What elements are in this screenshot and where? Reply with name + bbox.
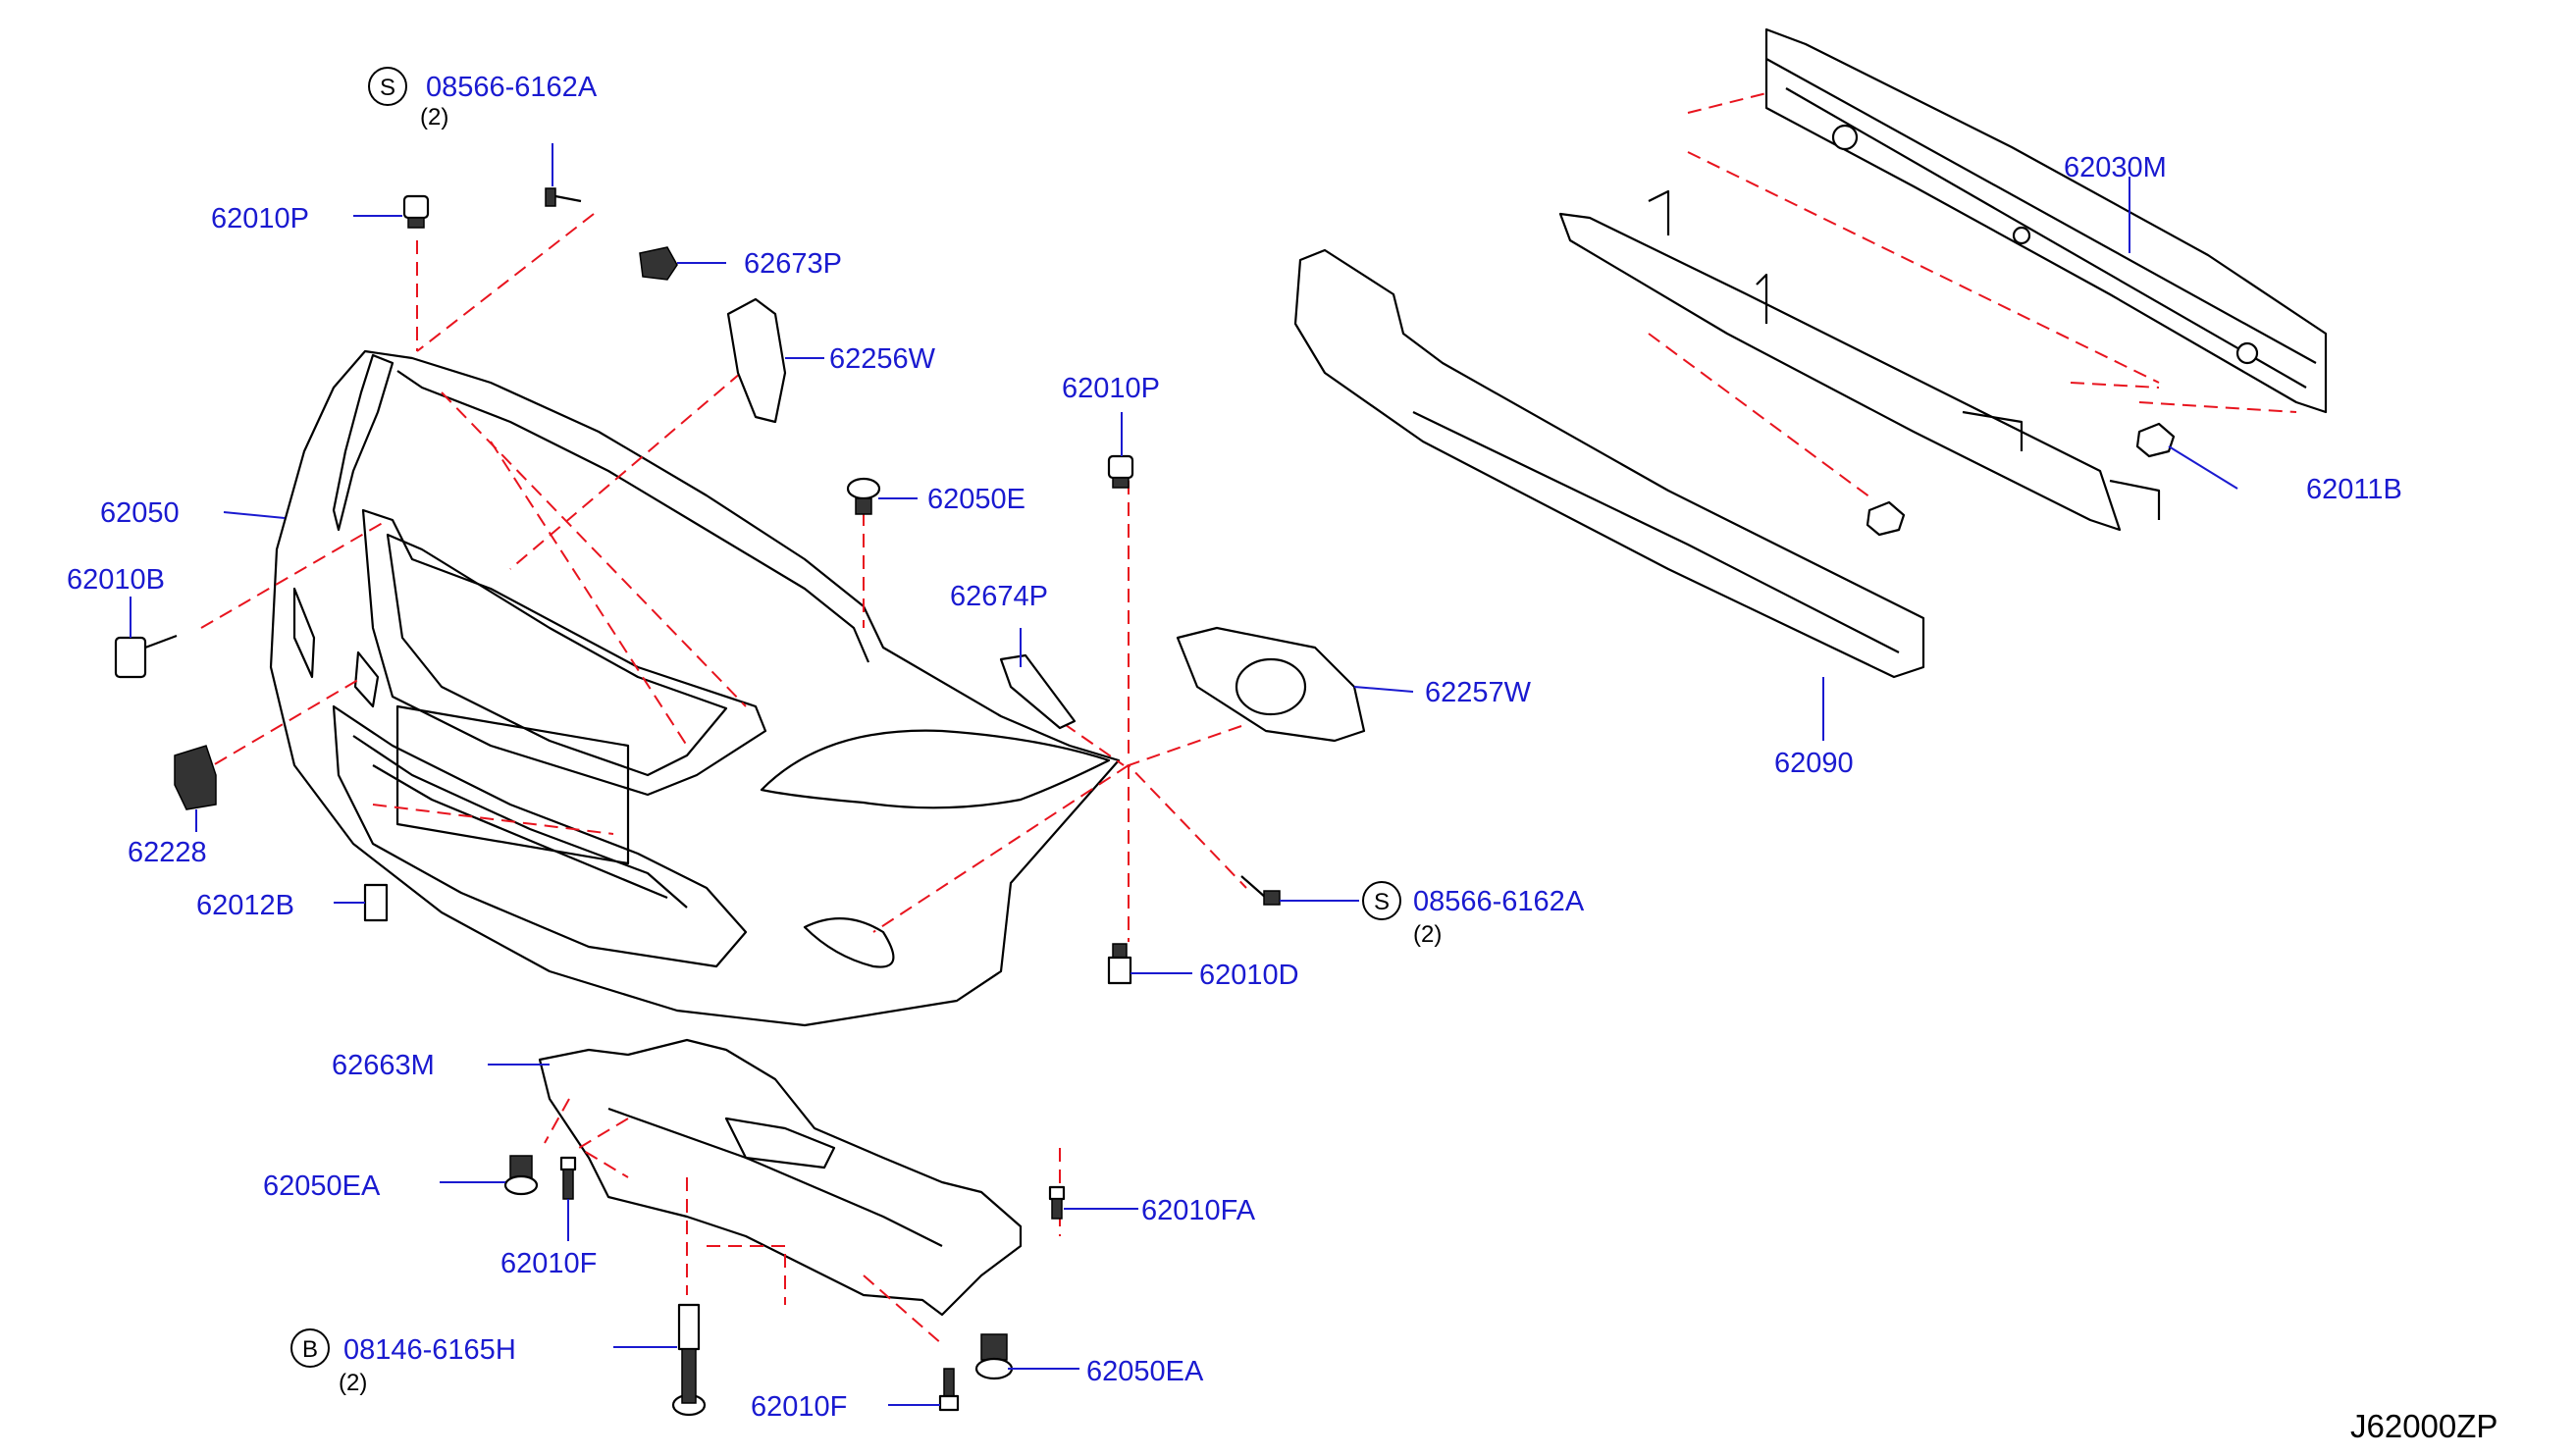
part-number-62256w: 62256W bbox=[829, 343, 936, 375]
bumper-reinforcement bbox=[1764, 27, 2328, 414]
nut-icon bbox=[1866, 500, 1906, 537]
fasteners bbox=[114, 187, 2176, 1417]
symbol-s: S bbox=[380, 75, 395, 101]
quantity-label: (2) bbox=[420, 104, 448, 130]
part-number-62050ea: 62050EA bbox=[1086, 1356, 1204, 1387]
symbol-s: S bbox=[1374, 889, 1390, 915]
symbol-s-circle bbox=[1362, 881, 1401, 920]
fog-lamp-cover-icon bbox=[1176, 626, 1366, 743]
assembly-lines bbox=[195, 92, 2297, 1345]
bracket-icon bbox=[174, 745, 217, 810]
part-number-62228: 62228 bbox=[128, 837, 207, 868]
bolt-icon bbox=[114, 634, 178, 679]
bolt-icon bbox=[671, 1303, 707, 1417]
bracket-icon bbox=[639, 246, 678, 281]
push-clip-icon bbox=[846, 477, 881, 515]
energy-absorber bbox=[1293, 248, 1925, 679]
part-number-62090: 62090 bbox=[1774, 748, 1854, 779]
symbol-b-circle bbox=[290, 1328, 330, 1368]
bumper-bracket bbox=[1558, 189, 2161, 532]
nut-icon bbox=[2135, 422, 2176, 458]
screw-icon bbox=[1048, 1185, 1066, 1220]
part-number-62050: 62050 bbox=[100, 497, 180, 529]
bolt-icon bbox=[1107, 943, 1132, 985]
push-clip-icon bbox=[503, 1155, 539, 1196]
part-labels: 08566-6162A (2) 62010P 62673P 62256W 620… bbox=[67, 72, 2402, 1423]
quantity-label: (2) bbox=[339, 1370, 367, 1396]
part-number-62012b: 62012B bbox=[196, 890, 294, 921]
part-number-62010d: 62010D bbox=[1199, 960, 1299, 991]
part-number-62050e: 62050E bbox=[927, 484, 1025, 515]
side-bracket-icon bbox=[726, 297, 787, 424]
symbol-s-circle bbox=[368, 67, 407, 106]
part-number-62663m: 62663M bbox=[332, 1050, 435, 1081]
engine-undercover bbox=[538, 1038, 1023, 1317]
screw-icon bbox=[545, 187, 582, 207]
part-number-62010f: 62010F bbox=[500, 1248, 597, 1279]
quantity-label: (2) bbox=[1413, 921, 1442, 948]
clip-icon bbox=[402, 194, 430, 229]
part-number-62673p: 62673P bbox=[744, 248, 842, 280]
grille-bracket-icon bbox=[999, 653, 1077, 730]
part-number-62010fa: 62010FA bbox=[1141, 1195, 1256, 1226]
clip-icon bbox=[1107, 454, 1134, 489]
diagram-code: J62000ZP bbox=[2350, 1408, 2497, 1444]
part-number-08566-6162a: 08566-6162A bbox=[426, 72, 598, 103]
part-number-62257w: 62257W bbox=[1425, 677, 1532, 708]
leader-lines bbox=[130, 143, 2238, 1406]
nut-clip-icon bbox=[363, 883, 389, 922]
part-number-08566-6162a: 08566-6162A bbox=[1413, 886, 1585, 917]
symbol-b: B bbox=[302, 1336, 318, 1363]
part-number-62010b: 62010B bbox=[67, 564, 165, 596]
screw-icon bbox=[1240, 875, 1281, 906]
screw-icon bbox=[559, 1156, 577, 1200]
part-number-08146-6165h: 08146-6165H bbox=[343, 1334, 516, 1366]
symbol-circles: S S B bbox=[290, 67, 1401, 1368]
part-number-62030m: 62030M bbox=[2064, 152, 2167, 183]
part-number-62010f: 62010F bbox=[751, 1391, 847, 1423]
part-number-62010p: 62010P bbox=[211, 203, 309, 234]
front-bumper-fascia bbox=[269, 349, 1121, 1027]
part-number-62010p: 62010P bbox=[1062, 373, 1160, 404]
screw-icon bbox=[938, 1368, 960, 1412]
push-clip-icon bbox=[974, 1333, 1014, 1380]
part-number-62011b: 62011B bbox=[2306, 474, 2402, 505]
part-number-62674p: 62674P bbox=[950, 581, 1048, 612]
part-number-62050ea: 62050EA bbox=[263, 1170, 381, 1202]
